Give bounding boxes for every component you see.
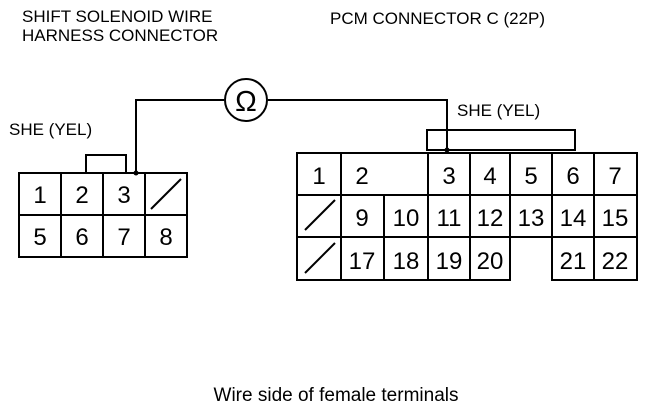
left-pin-2: 2 xyxy=(75,182,88,209)
ohm-symbol: Ω xyxy=(235,86,257,118)
pcm-pin-13: 13 xyxy=(518,205,545,232)
empty-cavity-4-slash xyxy=(150,178,182,210)
pcm-pin-22: 22 xyxy=(602,248,629,275)
empty-cavity-16-slash xyxy=(304,242,336,274)
pcm-pin-7: 7 xyxy=(608,163,621,190)
she-yel-label-left: SHE (YEL) xyxy=(9,120,93,139)
wire-left-to-ohmmeter xyxy=(135,99,224,173)
pcm-pin-6: 6 xyxy=(566,163,579,190)
left-pin-1: 1 xyxy=(33,182,46,209)
pcm-pin-4: 4 xyxy=(483,163,496,190)
pcm-pin-9: 9 xyxy=(355,205,368,232)
wire-ohmmeter-to-pcm xyxy=(268,99,448,150)
left-pin-5: 5 xyxy=(33,224,46,251)
pcm-pin-21: 21 xyxy=(560,248,587,275)
left-pin-7: 7 xyxy=(117,224,130,251)
pcm-connector-title: PCM CONNECTOR C (22P) xyxy=(330,9,546,28)
empty-cavity-8-slash xyxy=(304,199,336,231)
pcm-pin-17: 17 xyxy=(349,248,376,275)
pcm-pin-14: 14 xyxy=(560,205,587,232)
left-pin-6: 6 xyxy=(75,224,88,251)
pcm-pin-15: 15 xyxy=(602,205,629,232)
pcm-pin-11: 11 xyxy=(437,205,462,232)
pcm-pin-12: 12 xyxy=(477,205,504,232)
pcm-pin-2: 2 xyxy=(355,163,368,190)
she-yel-label-right: SHE (YEL) xyxy=(457,101,541,120)
shift-solenoid-connector xyxy=(18,154,188,258)
left-pin-3: 3 xyxy=(117,182,130,209)
caption: Wire side of female terminals xyxy=(213,385,459,406)
ohmmeter-icon xyxy=(224,78,268,122)
pcm-pin-5: 5 xyxy=(524,163,537,190)
pcm-pin-1: 1 xyxy=(312,163,325,190)
probe-point-pcm xyxy=(444,147,450,153)
pcm-pin-3: 3 xyxy=(442,163,455,190)
pcm-pin-19: 19 xyxy=(436,248,463,275)
pcm-pin-18: 18 xyxy=(393,248,420,275)
left-pin-8: 8 xyxy=(159,224,172,251)
probe-point-left xyxy=(133,170,139,176)
pcm-connector-c xyxy=(296,129,638,281)
pcm-pin-20: 20 xyxy=(477,248,504,275)
shift-solenoid-connector-title: SHIFT SOLENOID WIRE HARNESS CONNECTOR xyxy=(22,7,219,45)
pcm-pin-10: 10 xyxy=(393,205,420,232)
